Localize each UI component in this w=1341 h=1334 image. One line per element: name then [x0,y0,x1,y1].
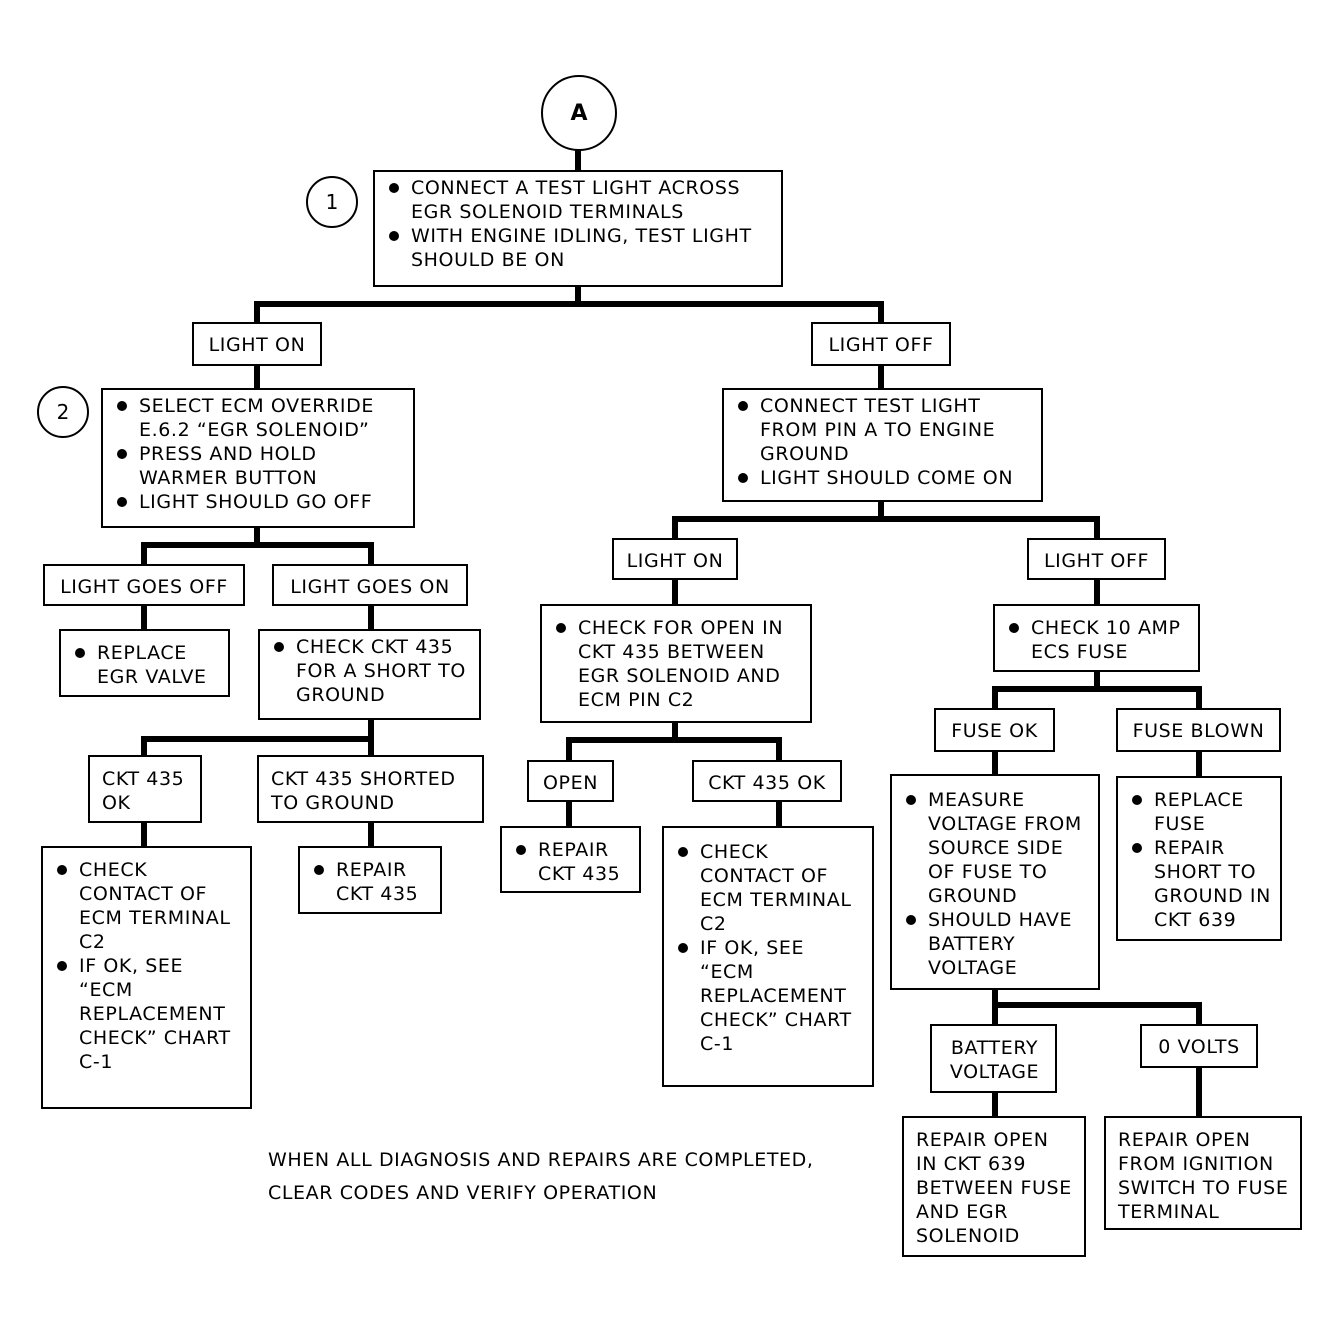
fuse-ok-outcome: FUSE OK [934,708,1055,752]
check-contact-box-2: CHECK CONTACT OF ECM TERMINAL C2 IF OK, … [662,826,874,1087]
measure-instruction-2: SHOULD HAVE BATTERY VOLTAGE [904,908,1090,980]
replace-fuse-box: REPLACE FUSE REPAIR SHORT TO GROUND IN C… [1116,776,1282,941]
check-contact-box-1: CHECK CONTACT OF ECM TERMINAL C2 IF OK, … [41,846,252,1109]
check-open-box: CHECK FOR OPEN IN CKT 435 BETWEEN EGR SO… [540,604,812,723]
test1-instruction-2: WITH ENGINE IDLING, TEST LIGHT SHOULD BE… [387,224,773,272]
repair-open-ignition-box: REPAIR OPEN FROM IGNITION SWITCH TO FUSE… [1104,1116,1302,1230]
light-on-outcome-1: LIGHT ON [192,322,322,366]
check-short-instruction: CHECK CKT 435 FOR A SHORT TO GROUND [272,635,471,707]
test2-instruction-1: SELECT ECM OVERRIDE E.6.2 “EGR SOLENOID” [115,394,405,442]
repair-ignition-text: REPAIR OPEN FROM IGNITION SWITCH TO FUSE… [1118,1129,1289,1223]
battery-voltage-outcome: BATTERY VOLTAGE [930,1024,1057,1093]
light-off-outcome-2: LIGHT OFF [1027,538,1166,580]
fuse-ok-label: FUSE OK [951,720,1038,742]
light-off-2-label: LIGHT OFF [1043,550,1150,572]
check-contact-2-instruction-2: IF OK, SEE “ECM REPLACEMENT CHECK” CHART… [676,936,864,1056]
replace-egr-instruction: REPLACE EGR VALVE [73,641,220,689]
light-on-outcome-2: LIGHT ON [612,538,738,580]
replace-egr-valve-box: REPLACE EGR VALVE [59,629,230,697]
step-1-marker: 1 [306,176,358,228]
check-fuse-instruction: CHECK 10 AMP ECS FUSE [1007,616,1190,664]
light-goes-on-label: LIGHT GOES ON [290,576,450,598]
start-connector-a: A [541,75,617,151]
ckt-ok-outcome-1: CKT 435 OK [88,755,202,823]
test1-instruction-1: CONNECT A TEST LIGHT ACROSS EGR SOLENOID… [387,176,773,224]
zero-volts-outcome: 0 VOLTS [1140,1024,1258,1068]
repair-open-ckt-639-box: REPAIR OPEN IN CKT 639 BETWEEN FUSE AND … [902,1116,1086,1257]
light-on-1-label: LIGHT ON [208,334,306,356]
completion-note-line-1: WHEN ALL DIAGNOSIS AND REPAIRS ARE COMPL… [268,1149,814,1171]
check-contact-2-instruction-1: CHECK CONTACT OF ECM TERMINAL C2 [676,840,864,936]
ckt-shorted-label: CKT 435 SHORTED TO GROUND [271,768,456,814]
ckt-ok-outcome-2: CKT 435 OK [692,760,842,802]
check-contact-1-instruction-1: CHECK CONTACT OF ECM TERMINAL C2 [55,858,242,954]
test-light-across-solenoid-box: CONNECT A TEST LIGHT ACROSS EGR SOLENOID… [373,170,783,287]
pin-a-instruction-2: LIGHT SHOULD COME ON [736,466,1033,490]
fuse-blown-outcome: FUSE BLOWN [1116,708,1281,752]
start-connector-label: A [570,100,588,126]
check-contact-1-instruction-2: IF OK, SEE “ECM REPLACEMENT CHECK” CHART… [55,954,242,1074]
test2-instruction-3: LIGHT SHOULD GO OFF [115,490,405,514]
light-goes-on-outcome: LIGHT GOES ON [272,564,468,606]
fuse-blown-label: FUSE BLOWN [1132,720,1265,742]
check-fuse-box: CHECK 10 AMP ECS FUSE [993,604,1200,672]
step-2-label: 2 [56,400,70,424]
replace-fuse-instruction-1: REPLACE FUSE [1130,788,1272,836]
light-goes-off-label: LIGHT GOES OFF [60,576,228,598]
pin-a-instruction-1: CONNECT TEST LIGHT FROM PIN A TO ENGINE … [736,394,1033,466]
measure-voltage-box: MEASURE VOLTAGE FROM SOURCE SIDE OF FUSE… [890,774,1100,990]
replace-fuse-instruction-2: REPAIR SHORT TO GROUND IN CKT 639 [1130,836,1272,932]
battery-voltage-label: BATTERY VOLTAGE [949,1037,1040,1083]
completion-note-line-2: CLEAR CODES AND VERIFY OPERATION [268,1182,658,1204]
step-2-marker: 2 [37,386,89,438]
zero-volts-label: 0 VOLTS [1158,1036,1240,1058]
open-label: OPEN [542,772,599,794]
test-light-pin-a-box: CONNECT TEST LIGHT FROM PIN A TO ENGINE … [722,388,1043,502]
open-outcome: OPEN [527,760,614,802]
check-open-instruction: CHECK FOR OPEN IN CKT 435 BETWEEN EGR SO… [554,616,802,712]
ckt-ok-1-label: CKT 435 OK [102,768,185,814]
light-on-2-label: LIGHT ON [626,550,724,572]
measure-instruction-1: MEASURE VOLTAGE FROM SOURCE SIDE OF FUSE… [904,788,1090,908]
light-off-outcome-1: LIGHT OFF [811,322,951,366]
repair-435-b-instruction: REPAIR CKT 435 [514,838,631,886]
repair-ckt-435-box-2: REPAIR CKT 435 [500,826,641,893]
step-1-label: 1 [325,190,339,214]
test2-instruction-2: PRESS AND HOLD WARMER BUTTON [115,442,405,490]
ckt-ok-2-label: CKT 435 OK [708,772,826,794]
ecm-override-test-box: SELECT ECM OVERRIDE E.6.2 “EGR SOLENOID”… [101,388,415,528]
light-off-1-label: LIGHT OFF [828,334,934,356]
repair-639-text: REPAIR OPEN IN CKT 639 BETWEEN FUSE AND … [916,1129,1072,1247]
repair-ckt-435-box-1: REPAIR CKT 435 [298,846,442,914]
ckt-shorted-outcome: CKT 435 SHORTED TO GROUND [257,755,484,823]
light-goes-off-outcome: LIGHT GOES OFF [43,564,245,606]
check-ckt-short-box: CHECK CKT 435 FOR A SHORT TO GROUND [258,629,481,720]
completion-note: WHEN ALL DIAGNOSIS AND REPAIRS ARE COMPL… [268,1144,814,1210]
repair-435-a-instruction: REPAIR CKT 435 [312,858,432,906]
